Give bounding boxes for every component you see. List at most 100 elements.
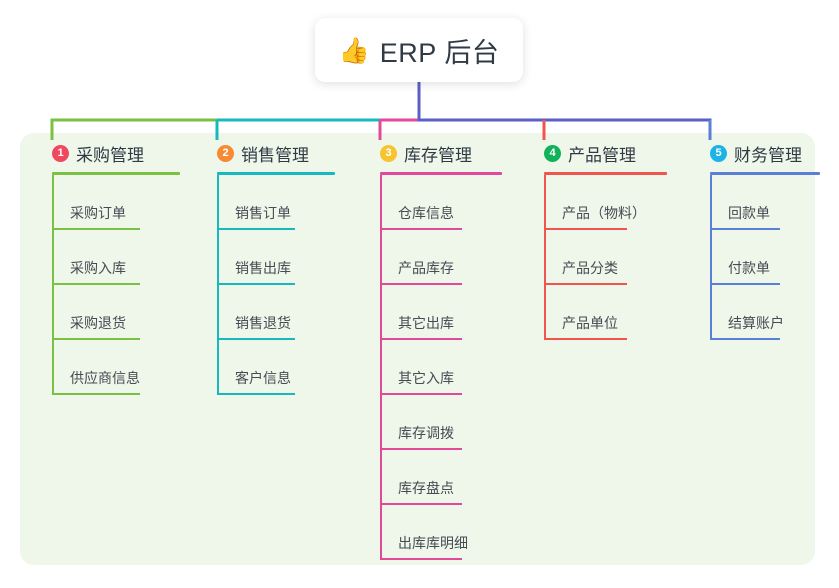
branch-item-label: 付款单 [728, 260, 770, 276]
branch-header-3[interactable]: 3 库存管理 [360, 140, 522, 166]
branch-item[interactable]: 客户信息 [197, 340, 355, 395]
branch-item-rule [52, 228, 140, 230]
branch-item-label: 产品分类 [562, 260, 618, 276]
branch-item-label: 其它出库 [398, 315, 454, 331]
branch-header-rule [710, 172, 820, 175]
branch-header-2[interactable]: 2 销售管理 [197, 140, 355, 166]
branch-item-label: 出库库明细 [398, 535, 468, 551]
branch-item-label: 销售出库 [235, 260, 291, 276]
branch-item-rule [52, 393, 140, 395]
branch-title: 产品管理 [568, 145, 636, 165]
branch-item-label: 库存盘点 [398, 480, 454, 496]
branch-spine [380, 175, 382, 560]
branch-item-label: 销售退货 [235, 315, 291, 331]
branch-item-rule [217, 393, 295, 395]
branch-spine [52, 175, 54, 395]
branch-item[interactable]: 产品库存 [360, 230, 522, 285]
branch-item[interactable]: 结算账户 [690, 285, 839, 340]
branch-item-rule [544, 228, 627, 230]
branch-item-rule [380, 558, 462, 560]
branch-item-label: 产品（物料） [562, 205, 646, 221]
branch-item-list: 产品（物料） 产品分类产品单位 [524, 175, 687, 340]
branch-item-rule [710, 338, 780, 340]
branch-item-label: 采购入库 [70, 260, 126, 276]
branch-number-badge: 4 [544, 144, 561, 162]
branch-item-rule [217, 283, 295, 285]
branch-header-5[interactable]: 5 财务管理 [690, 140, 839, 166]
branch-header-rule [544, 172, 667, 175]
branch-item[interactable]: 其它入库 [360, 340, 522, 395]
branch-item[interactable]: 其它出库 [360, 285, 522, 340]
branch-number-badge: 2 [217, 144, 234, 162]
branch-item-label: 采购订单 [70, 205, 126, 221]
branch-item-rule [380, 393, 462, 395]
branch-item-label: 采购退货 [70, 315, 126, 331]
branch-number-badge: 5 [710, 144, 727, 162]
branch-item-label: 产品库存 [398, 260, 454, 276]
branch-item[interactable]: 销售出库 [197, 230, 355, 285]
branch-spine [217, 175, 219, 395]
branch-header-1[interactable]: 1 采购管理 [32, 140, 200, 166]
branch-item[interactable]: 采购退货 [32, 285, 200, 340]
branch-item[interactable]: 采购订单 [32, 175, 200, 230]
branch-header-4[interactable]: 4 产品管理 [524, 140, 687, 166]
branch-item-rule [544, 283, 627, 285]
thumbs-up-icon: 👍 [338, 35, 370, 65]
branch-title: 采购管理 [76, 145, 144, 165]
branch-column-2: 2 销售管理销售订单销售出库销售退货客户信息 [197, 140, 355, 395]
branch-title: 财务管理 [734, 145, 802, 165]
branch-item[interactable]: 库存盘点 [360, 450, 522, 505]
branch-item[interactable]: 销售订单 [197, 175, 355, 230]
branch-column-5: 5 财务管理回款单付款单结算账户 [690, 140, 839, 340]
branch-item-rule [380, 283, 462, 285]
branch-item-label: 客户信息 [235, 370, 291, 386]
diagram-background-panel [20, 133, 815, 565]
branch-item-list: 仓库信息产品库存其它出库其它入库库存调拨库存盘点出库库明细 [360, 175, 522, 560]
branch-item-list: 回款单付款单结算账户 [690, 175, 839, 340]
branch-header-rule [217, 172, 335, 175]
branch-item[interactable]: 库存调拨 [360, 395, 522, 450]
branch-item[interactable]: 仓库信息 [360, 175, 522, 230]
branch-item-rule [710, 228, 780, 230]
branch-item-rule [217, 338, 295, 340]
branch-column-1: 1 采购管理采购订单采购入库采购退货供应商信息 [32, 140, 200, 395]
branch-item-list: 采购订单采购入库采购退货供应商信息 [32, 175, 200, 395]
root-node-erp-backend[interactable]: 👍 ERP 后台 [315, 18, 523, 82]
branch-title: 销售管理 [241, 145, 309, 165]
branch-item-rule [710, 283, 780, 285]
branch-header-rule [52, 172, 180, 175]
branch-item[interactable]: 销售退货 [197, 285, 355, 340]
branch-item[interactable]: 产品单位 [524, 285, 687, 340]
root-node-title: ERP 后台 [379, 37, 500, 68]
branch-header-rule [380, 172, 502, 175]
branch-item[interactable]: 回款单 [690, 175, 839, 230]
branch-item[interactable]: 产品（物料） [524, 175, 687, 230]
branch-item-label: 产品单位 [562, 315, 618, 331]
branch-number-badge: 3 [380, 144, 397, 162]
branch-item-rule [380, 503, 462, 505]
branch-item[interactable]: 出库库明细 [360, 505, 522, 560]
branch-column-3: 3 库存管理仓库信息产品库存其它出库其它入库库存调拨库存盘点出库库明细 [360, 140, 522, 560]
branch-item[interactable]: 供应商信息 [32, 340, 200, 395]
branch-item-rule [217, 228, 295, 230]
branch-item[interactable]: 付款单 [690, 230, 839, 285]
branch-item[interactable]: 采购入库 [32, 230, 200, 285]
branch-item-list: 销售订单销售出库销售退货客户信息 [197, 175, 355, 395]
branch-number-badge: 1 [52, 144, 69, 162]
branch-item-rule [380, 448, 462, 450]
branch-spine [710, 175, 712, 340]
branch-item-rule [52, 338, 140, 340]
branch-item-rule [380, 228, 462, 230]
branch-spine [544, 175, 546, 340]
branch-item[interactable]: 产品分类 [524, 230, 687, 285]
branch-item-label: 库存调拨 [398, 425, 454, 441]
branch-item-rule [544, 338, 627, 340]
branch-item-label: 仓库信息 [398, 205, 454, 221]
branch-item-rule [52, 283, 140, 285]
branch-item-label: 供应商信息 [70, 370, 140, 386]
branch-item-label: 销售订单 [235, 205, 291, 221]
branch-item-label: 其它入库 [398, 370, 454, 386]
branch-title: 库存管理 [404, 145, 472, 165]
branch-column-4: 4 产品管理产品（物料） 产品分类产品单位 [524, 140, 687, 340]
